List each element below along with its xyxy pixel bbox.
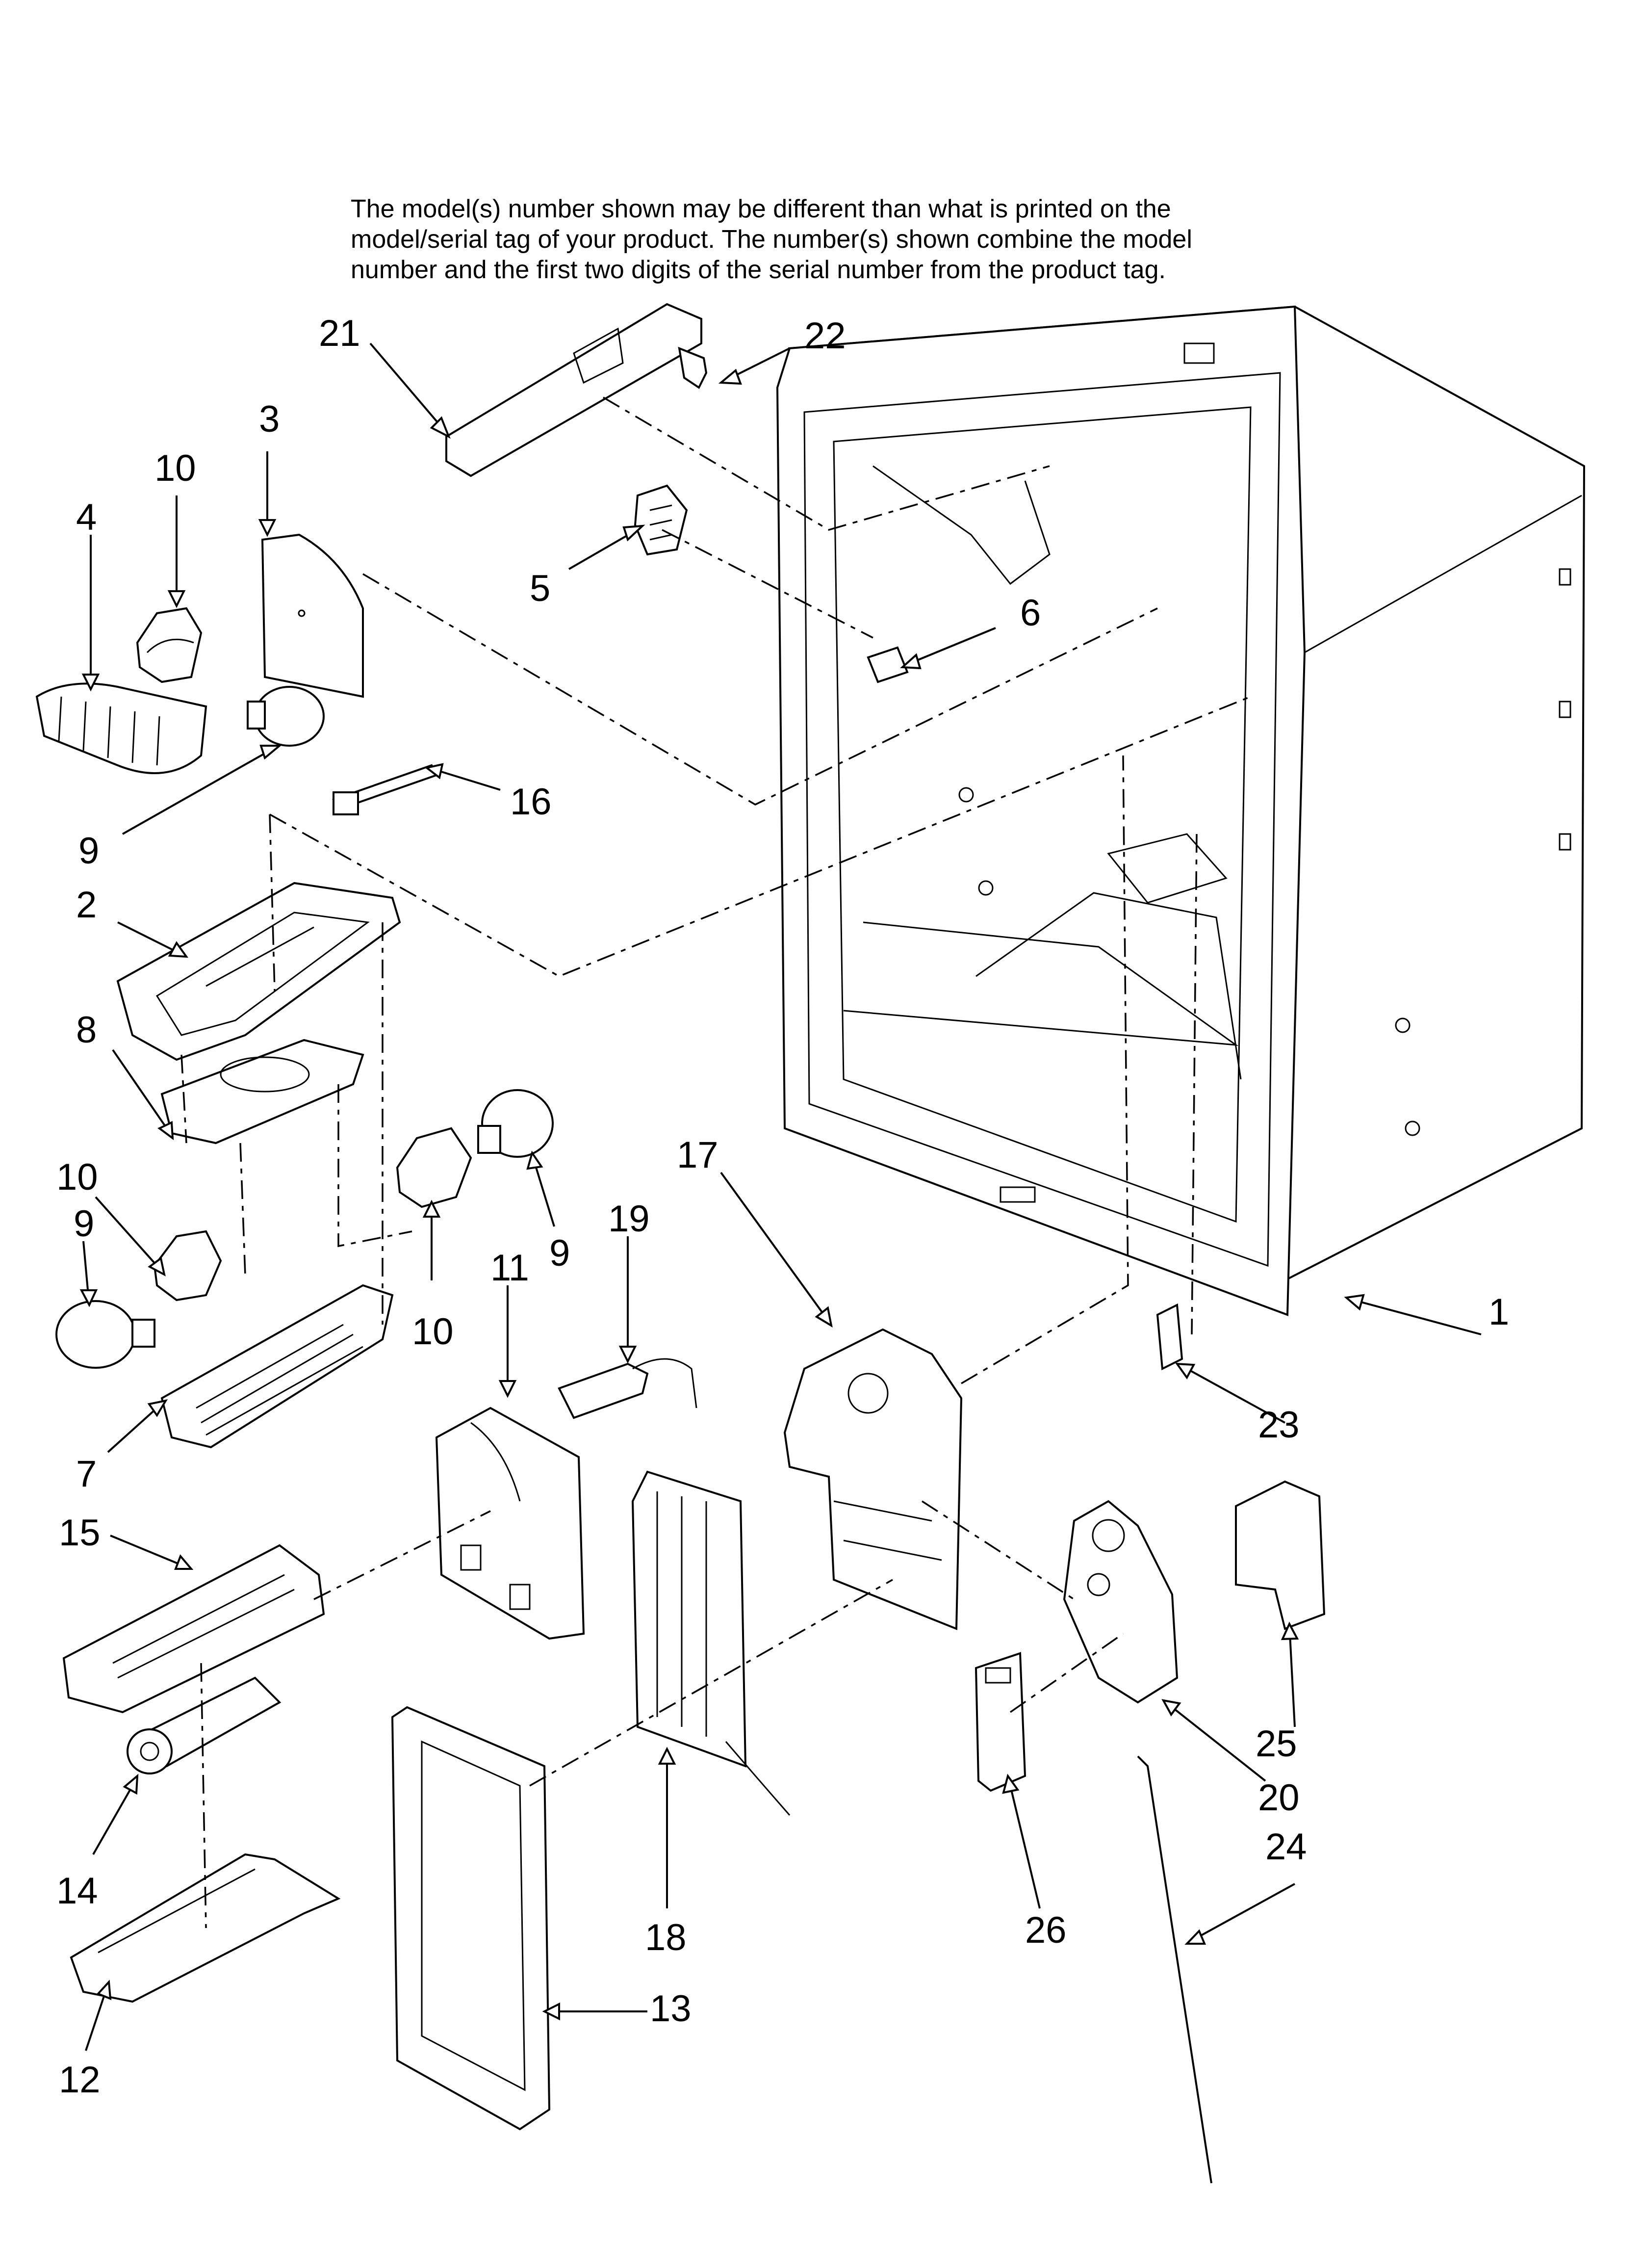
part-6-switch — [867, 646, 909, 683]
callout-7: 7 — [76, 1453, 97, 1495]
part-19-damper — [558, 1358, 697, 1419]
callout-24: 24 — [1265, 1826, 1307, 1868]
part-17-bracket — [783, 1328, 963, 1630]
callout-10-top: 10 — [154, 447, 196, 489]
part-7-lens — [160, 1284, 394, 1449]
part-16-thermistor — [332, 764, 438, 815]
part-12-filter-cover — [70, 1853, 341, 2003]
part-18-heater — [631, 1470, 791, 1816]
callout-5: 5 — [530, 568, 550, 609]
callout-14: 14 — [56, 1870, 98, 1912]
part-10-socket-low — [153, 1230, 222, 1302]
callout-26: 26 — [1025, 1909, 1067, 1951]
model-number-note: The model(s) number shown may be differe… — [351, 194, 1356, 285]
part-25-valve-bracket — [1235, 1480, 1326, 1630]
callout-16: 16 — [510, 781, 552, 823]
callout-12: 12 — [59, 2059, 101, 2101]
callout-9-top: 9 — [78, 830, 99, 872]
part-23-clip — [1156, 1303, 1183, 1371]
note-line-2: model/serial tag of your product. The nu… — [351, 225, 1192, 254]
part-11-bracket — [435, 1407, 585, 1640]
part-8-reflector — [160, 1039, 364, 1145]
callout-labels: 21 22 3 10 4 5 6 9 16 2 8 10 9 9 10 11 1… — [56, 313, 1509, 2101]
part-9-bulb-mid — [477, 1089, 554, 1158]
callout-1: 1 — [1488, 1291, 1509, 1333]
part-13-cover-panel — [391, 1706, 551, 2131]
part-15-filter-housing — [62, 1544, 325, 1714]
callout-8: 8 — [76, 1009, 97, 1051]
callout-18: 18 — [645, 1917, 687, 1958]
part-10-socket-top — [136, 607, 203, 683]
part-10-socket-mid — [396, 1127, 472, 1208]
part-5-socket — [634, 484, 688, 556]
callout-6: 6 — [1020, 592, 1041, 634]
callout-9-mid: 9 — [549, 1232, 570, 1274]
callout-17: 17 — [677, 1134, 718, 1176]
note-line-1: The model(s) number shown may be differe… — [351, 195, 1171, 223]
note-line-3: number and the first two digits of the s… — [351, 256, 1166, 284]
callout-20: 20 — [1258, 1777, 1300, 1819]
part-9-bulb-low — [55, 1300, 155, 1369]
callout-23: 23 — [1258, 1404, 1300, 1446]
part-4-lens-cover — [35, 682, 207, 774]
part-14-water-filter — [127, 1676, 282, 1774]
callout-4: 4 — [76, 496, 97, 538]
callout-9-low: 9 — [74, 1203, 94, 1245]
part-22-screw — [678, 346, 708, 389]
leader-lines — [79, 342, 1482, 2051]
callout-11: 11 — [490, 1247, 529, 1289]
part-21-shield — [445, 303, 702, 477]
part-24-tube — [1137, 1755, 1212, 2184]
part-9-bulb-top — [247, 686, 325, 747]
callout-21: 21 — [319, 313, 360, 354]
callout-15: 15 — [59, 1512, 101, 1554]
callout-13: 13 — [650, 1988, 692, 2030]
callout-22: 22 — [804, 315, 846, 357]
callout-3: 3 — [259, 398, 280, 440]
callout-10-mid: 10 — [412, 1311, 454, 1353]
callout-2: 2 — [76, 884, 97, 926]
part-3-plate — [261, 533, 364, 698]
callout-10-low: 10 — [56, 1156, 98, 1198]
part-20-water-valve — [1063, 1500, 1179, 1704]
part-26-bracket — [975, 1652, 1026, 1792]
callout-19: 19 — [608, 1198, 650, 1240]
callout-25: 25 — [1256, 1723, 1297, 1765]
part-1-cabinet-liner — [776, 305, 1586, 1316]
part-2-light-housing — [116, 882, 401, 1061]
assembly-guide-lines — [180, 396, 1251, 1929]
